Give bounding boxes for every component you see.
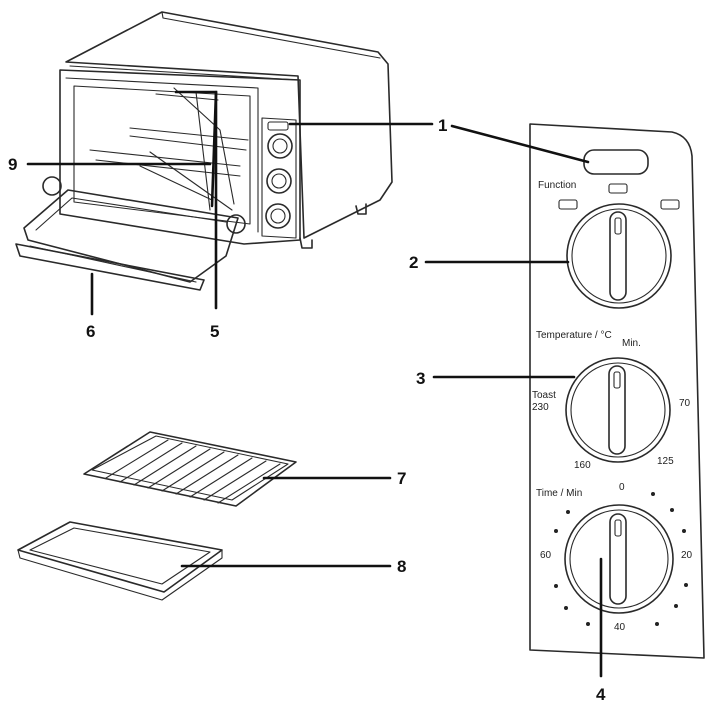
- time-label: Time / Min: [536, 488, 582, 499]
- callout-3: 3: [416, 369, 425, 388]
- function-knob: [566, 203, 672, 309]
- temperature-knob: [565, 357, 671, 463]
- indicator-light: [583, 149, 649, 175]
- temperature-70: 70: [679, 398, 691, 409]
- temperature-min: Min.: [622, 338, 641, 349]
- temperature-125: 125: [657, 456, 674, 467]
- callout-numbers: 1 2 3 4 5 6 7 8 9: [8, 116, 606, 704]
- timer-knob: [564, 504, 674, 614]
- temperature-230: 230: [532, 402, 549, 413]
- wire-rack: [83, 431, 297, 507]
- leader-lines: [26, 90, 603, 678]
- time-40: 40: [614, 622, 626, 633]
- callout-5: 5: [210, 322, 219, 341]
- callout-2: 2: [409, 253, 418, 272]
- temperature-label: Temperature / °C: [536, 330, 612, 341]
- control-panel: Function Temperature / °C Min. Toast 230…: [529, 123, 705, 659]
- callout-8: 8: [397, 557, 406, 576]
- temperature-160: 160: [574, 460, 591, 471]
- callout-1: 1: [438, 116, 447, 135]
- time-0: 0: [619, 482, 625, 493]
- time-20: 20: [681, 550, 693, 561]
- time-60: 60: [540, 550, 552, 561]
- baking-tray: [17, 521, 223, 601]
- timer-dots: [554, 492, 688, 626]
- callout-9: 9: [8, 155, 17, 174]
- callout-4: 4: [596, 685, 606, 704]
- callout-7: 7: [397, 469, 406, 488]
- function-label: Function: [538, 180, 576, 191]
- callout-6: 6: [86, 322, 95, 341]
- toaster-oven: [15, 11, 393, 291]
- temperature-toast: Toast: [532, 390, 556, 401]
